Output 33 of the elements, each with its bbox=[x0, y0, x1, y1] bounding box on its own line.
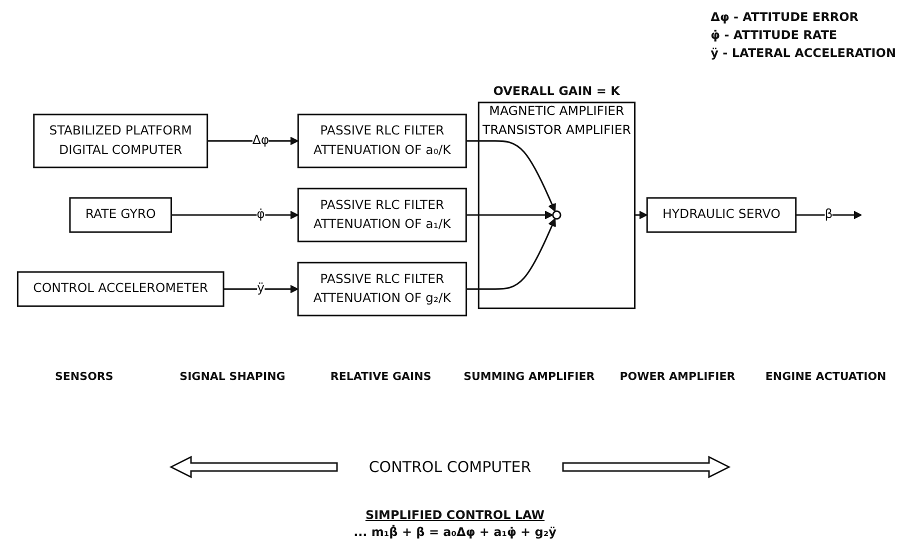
node-box: PASSIVE RLC FILTER ATTENUATION OF a₀/K bbox=[297, 114, 467, 168]
edge-label: φ̇ bbox=[256, 208, 265, 222]
legend-entry: Δφ - ATTITUDE ERROR bbox=[710, 9, 860, 26]
legend-entry: φ̇ - ATTITUDE RATE bbox=[710, 27, 838, 44]
node-box: HYDRAULIC SERVO bbox=[646, 197, 797, 233]
cluster: MAGNETIC AMPLIFIER TRANSISTOR AMPLIFIER bbox=[478, 102, 636, 310]
arrow bbox=[466, 140, 556, 212]
node-box: STABILIZED PLATFORM DIGITAL COMPUTER bbox=[33, 114, 208, 168]
node-box: RATE GYRO bbox=[69, 197, 172, 233]
edge-label: β bbox=[824, 208, 833, 222]
arrow bbox=[224, 284, 298, 294]
column-heading: RELATIVE GAINS bbox=[329, 370, 432, 383]
column-heading: POWER AMPLIFIER bbox=[618, 370, 736, 383]
node-box: PASSIVE RLC FILTER ATTENUATION OF g₂/K bbox=[297, 262, 468, 316]
column-heading: SIGNAL SHAPING bbox=[178, 370, 286, 383]
span-label: CONTROL COMPUTER bbox=[368, 458, 532, 476]
node-box: PASSIVE RLC FILTER ATTENUATION OF a₁/K bbox=[297, 188, 467, 242]
edge-label: ÿ bbox=[257, 282, 264, 296]
node-circle bbox=[552, 210, 562, 220]
arrow bbox=[466, 210, 554, 220]
edge-label: Δφ bbox=[252, 134, 270, 148]
arrow bbox=[796, 210, 862, 220]
arrow bbox=[171, 210, 299, 220]
column-heading: ENGINE ACTUATION bbox=[764, 370, 888, 383]
column-heading: SENSORS bbox=[54, 370, 114, 383]
arrow bbox=[466, 218, 556, 290]
column-heading: SUMMING AMPLIFIER bbox=[462, 370, 596, 383]
node-box: CONTROL ACCELEROMETER bbox=[16, 271, 224, 307]
annotation: OVERALL GAIN = K bbox=[493, 84, 620, 98]
equation-heading: SIMPLIFIED CONTROL LAW bbox=[364, 508, 546, 522]
equation: ... m₁β̇ + β = a₀Δφ + a₁φ̇ + g₂ÿ bbox=[352, 525, 558, 539]
arrow bbox=[634, 210, 648, 220]
legend-entry: ÿ - LATERAL ACCELERATION bbox=[710, 45, 896, 62]
